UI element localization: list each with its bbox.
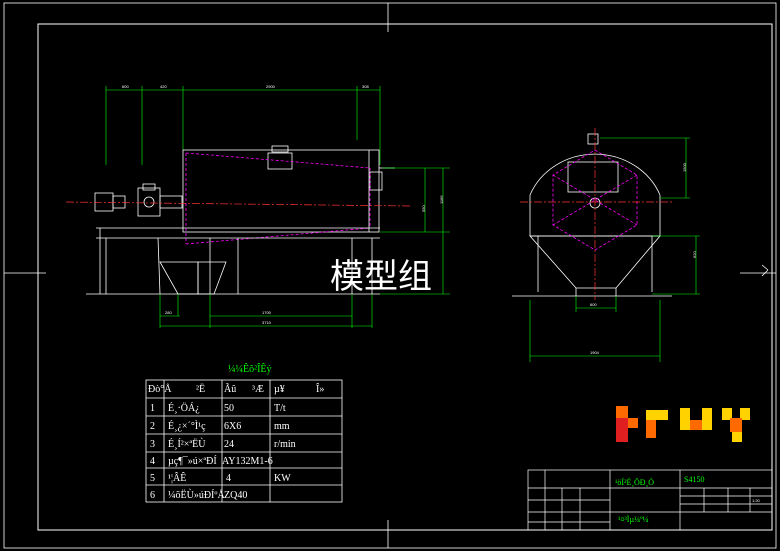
dim-side-1: 1500 xyxy=(682,162,687,172)
row-1-value: 50 xyxy=(224,403,234,414)
row-2-unit: mm xyxy=(274,421,290,432)
header-value-1: Ãû xyxy=(224,383,236,395)
drawing-frame xyxy=(37,23,773,531)
dim-bottom-1: 1700 xyxy=(262,310,272,315)
row-4-name: µç¶¯»ú×ªÐÍ xyxy=(168,455,217,467)
row-1-unit: T/t xyxy=(274,403,286,414)
front-view: 600 420 2900 308 xyxy=(65,84,450,328)
dim-right-1: 550 xyxy=(421,205,426,212)
header-unit-1: µ¥ xyxy=(274,384,285,395)
dim-side-bottom-2: 600 xyxy=(590,302,597,307)
top-dimension-chain xyxy=(105,86,381,165)
row-2-no: 2 xyxy=(150,421,155,432)
row-1-no: 1 xyxy=(150,403,155,414)
row-5-unit: KW xyxy=(274,473,291,484)
title-block-name: ¹öÍ²É¸ÖÐ¸Ó xyxy=(615,477,654,487)
drive-unit xyxy=(94,183,183,217)
dim-side-bottom-1: 1904 xyxy=(590,350,600,355)
drum-body xyxy=(182,145,395,233)
header-unit-2: Î» xyxy=(316,383,324,395)
row-4-value: AY132M1-6 xyxy=(222,456,273,467)
dim-side-2: 620 xyxy=(692,251,697,258)
row-3-unit: r/min xyxy=(274,439,296,450)
side-dimensions xyxy=(529,137,700,362)
title-block-code: S4150 xyxy=(684,475,704,484)
row-3-value: 24 xyxy=(224,439,234,450)
sheet-border xyxy=(3,2,777,549)
row-6-value: ZQ40 xyxy=(224,490,247,501)
table-title: ¼¼Êõ²ÎÊý xyxy=(228,363,272,375)
row-4-no: 4 xyxy=(150,456,155,467)
dim-right-2: 1165 xyxy=(439,195,444,204)
header-value-2: ³Æ xyxy=(252,384,264,395)
dim-top-4: 308 xyxy=(362,84,369,89)
row-5-name: ¹¦ÂÊ xyxy=(168,472,186,484)
dim-top-3: 2900 xyxy=(266,84,276,89)
title-block-scale: 1:20 xyxy=(752,498,761,503)
title-block: ¹öÍ²É¸ÖÐ¸Ó S4150 ¹¤³Ìµ¼º¼ 1:20 xyxy=(527,469,773,531)
row-3-name: É¸Í²×ªËÙ xyxy=(168,438,206,450)
row-3-no: 3 xyxy=(150,439,155,450)
centering-marks xyxy=(4,3,776,548)
support-frame xyxy=(86,227,380,295)
side-view: 1500 620 1904 600 xyxy=(512,128,700,362)
row-2-name: É¸¿×´°Ì¹ç xyxy=(168,420,206,432)
dim-bottom-2: 3710 xyxy=(262,320,272,325)
row-1-name: É¸·ÖÁ¿ xyxy=(168,402,200,414)
row-2-value: 6X6 xyxy=(224,421,241,432)
title-block-subtitle: ¹¤³Ìµ¼º¼ xyxy=(618,514,649,524)
header-name: ²Ë xyxy=(196,383,205,395)
hidden-sieve-cone xyxy=(185,152,371,245)
row-5-value: 4 xyxy=(226,473,231,484)
row-6-name: ¼õËÙ»úÐÍºÅ xyxy=(168,489,225,501)
watermark-text: 模型组 xyxy=(330,257,432,297)
dim-top-1: 600 xyxy=(122,84,129,89)
side-hood-arc xyxy=(529,153,661,196)
dim-top-2: 420 xyxy=(160,84,167,89)
dim-bottom-3: 280 xyxy=(165,310,172,315)
logo-mark xyxy=(616,406,750,442)
front-center-axis xyxy=(65,201,411,207)
row-6-no: 6 xyxy=(150,490,155,501)
front-right-dimensions xyxy=(380,167,450,295)
front-bottom-dimensions xyxy=(159,294,373,328)
header-no: Ðò°Å xyxy=(148,383,172,395)
parameter-table: ¼¼Êõ²ÎÊý Ðò°Å ²Ë Ãû ³Æ µ¥ Î» 1 É¸·ÖÁ¿ 50… xyxy=(145,363,343,503)
row-5-no: 5 xyxy=(150,473,155,484)
